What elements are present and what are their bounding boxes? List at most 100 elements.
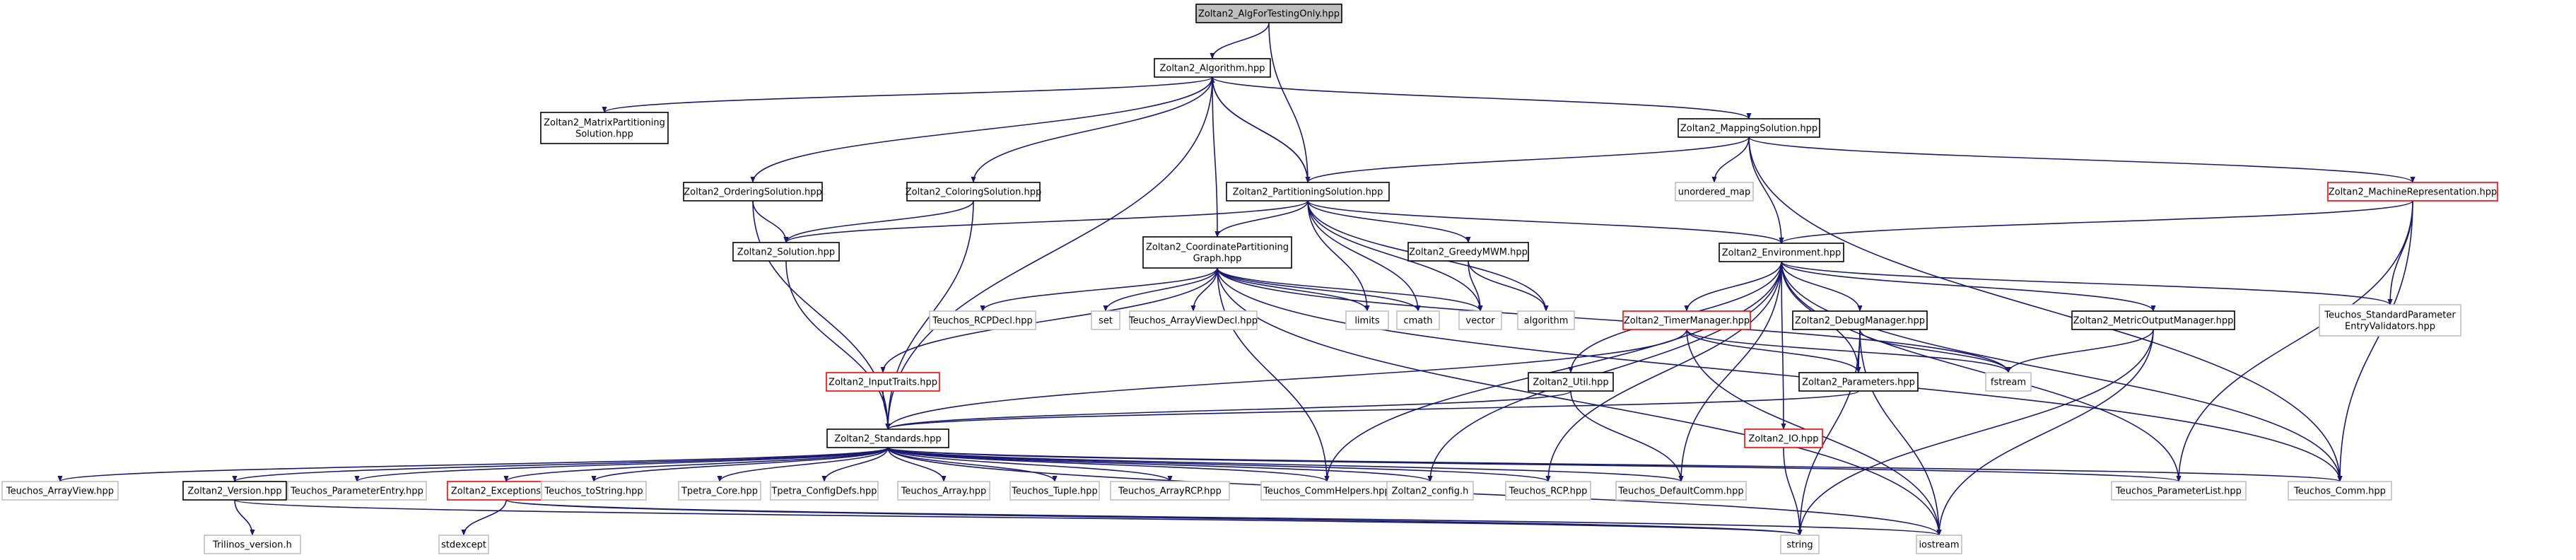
node-iostream: iostream xyxy=(1916,535,1962,554)
node-exceptions[interactable]: Zoltan2_Exceptions.hpp xyxy=(447,481,566,501)
node-box xyxy=(770,481,879,501)
node-label: Teuchos_toString.hpp xyxy=(544,486,643,497)
edge-standards-to-teuchos-array xyxy=(887,447,947,482)
node-comm-helpers: Teuchos_CommHelpers.hpp xyxy=(1260,481,1393,501)
node-box xyxy=(1091,310,1120,330)
edge-machine-rep-to-std-param-validators xyxy=(2387,200,2413,305)
edge-coord-part-graph-to-limits xyxy=(1217,267,1370,312)
node-timer-manager[interactable]: Zoltan2_TimerManager.hpp xyxy=(1622,310,1751,330)
node-label: Zoltan2_Standards.hpp xyxy=(834,434,941,445)
node-ordering-sol[interactable]: Zoltan2_OrderingSolution.hpp xyxy=(683,182,823,202)
node-default-comm: Teuchos_DefaultComm.hpp xyxy=(1615,481,1747,501)
node-io[interactable]: Zoltan2_IO.hpp xyxy=(1744,428,1823,448)
node-label: EntryValidators.hpp xyxy=(2345,322,2435,332)
node-arrayview: Teuchos_ArrayView.hpp xyxy=(1,481,119,501)
edge-partitioning-sol-to-environment xyxy=(1307,200,1784,244)
edge-environment-to-io xyxy=(1781,261,1786,430)
node-box xyxy=(1386,481,1474,501)
node-standards[interactable]: Zoltan2_Standards.hpp xyxy=(826,428,949,448)
node-mapping-sol[interactable]: Zoltan2_MappingSolution.hpp xyxy=(1678,118,1820,138)
edge-algorithm-to-matrix-part xyxy=(602,76,1213,113)
edge-alg-testing-to-partitioning-sol xyxy=(1268,22,1311,183)
node-label: unordered_map xyxy=(1678,187,1751,198)
node-util[interactable]: Zoltan2_Util.hpp xyxy=(1528,372,1614,392)
edge-environment-to-teuchos-rcp xyxy=(1545,261,1782,482)
edge-algorithm-to-standards xyxy=(885,76,1213,430)
node-box xyxy=(1407,242,1529,262)
node-box xyxy=(1110,481,1230,501)
node-tpetra-config: Tpetra_ConfigDefs.hpp xyxy=(770,481,879,501)
node-box xyxy=(1622,310,1751,330)
edge-ordering-sol-to-standards xyxy=(752,200,891,430)
edge-standards-to-teuchos-tuple xyxy=(887,447,1058,482)
node-machine-rep[interactable]: Zoltan2_MachineRepresentation.hpp xyxy=(2327,182,2498,202)
edge-environment-to-default-comm xyxy=(1678,261,1782,482)
node-debug-manager[interactable]: Zoltan2_DebugManager.hpp xyxy=(1792,310,1928,330)
node-teuchos-tuple: Teuchos_Tuple.hpp xyxy=(1009,481,1100,501)
node-label: Zoltan2_InputTraits.hpp xyxy=(829,378,937,388)
edge-environment-to-std-param-validators xyxy=(1781,261,2393,305)
node-box xyxy=(1528,372,1614,392)
edge-solution-to-standards xyxy=(785,260,891,430)
edge-environment-to-param-list xyxy=(1781,261,2182,482)
node-alg-testing[interactable]: Zoltan2_AlgForTestingOnly.hpp xyxy=(1195,4,1342,23)
edge-machine-rep-to-teuchos-comm xyxy=(2337,200,2413,482)
edge-environment-to-comm-helpers xyxy=(1324,261,1782,482)
node-label: Teuchos_Array.hpp xyxy=(901,486,987,497)
node-cmath: cmath xyxy=(1396,310,1440,330)
edge-parameters-to-standards xyxy=(885,390,1859,430)
node-algorithm[interactable]: Zoltan2_Algorithm.hpp xyxy=(1154,58,1271,78)
node-fstream: fstream xyxy=(1985,372,2032,392)
node-limits: limits xyxy=(1345,310,1389,330)
node-string: string xyxy=(1780,535,1820,554)
node-label: stdexcept xyxy=(441,540,486,551)
edge-coloring-sol-to-solution xyxy=(783,200,974,243)
edge-alg-testing-to-algorithm xyxy=(1210,22,1270,59)
edge-environment-to-config-h xyxy=(1427,261,1782,482)
node-label: Zoltan2_Environment.hpp xyxy=(1722,248,1841,259)
node-label: limits xyxy=(1354,316,1380,327)
node-label: Trilinos_version.h xyxy=(212,540,292,551)
node-label: Teuchos_ParameterList.hpp xyxy=(2115,486,2242,497)
node-teuchos-rcp: Teuchos_RCP.hpp xyxy=(1505,481,1591,501)
node-label: Teuchos_StandardParameter xyxy=(2324,310,2456,321)
edge-ordering-sol-to-solution xyxy=(752,200,789,243)
node-solution[interactable]: Zoltan2_Solution.hpp xyxy=(732,242,840,262)
node-box xyxy=(1195,4,1342,23)
node-input-traits[interactable]: Zoltan2_InputTraits.hpp xyxy=(826,372,940,392)
node-coloring-sol[interactable]: Zoltan2_ColoringSolution.hpp xyxy=(906,182,1041,202)
edge-util-to-standards xyxy=(885,390,1571,430)
node-box xyxy=(1675,182,1754,202)
node-metric-output[interactable]: Zoltan2_MetricOutputManager.hpp xyxy=(2071,310,2235,330)
node-box xyxy=(1615,481,1747,501)
node-label: cmath xyxy=(1403,316,1432,327)
node-box xyxy=(678,481,761,501)
edge-greedy-mwm-to-vector xyxy=(1468,260,1483,312)
node-parameters[interactable]: Zoltan2_Parameters.hpp xyxy=(1798,372,1919,392)
node-version[interactable]: Zoltan2_Version.hpp xyxy=(182,481,287,501)
node-environment[interactable]: Zoltan2_Environment.hpp xyxy=(1719,243,1844,262)
node-label: Teuchos_Comm.hpp xyxy=(2293,486,2386,497)
edge-exceptions-to-stdexcept xyxy=(461,499,507,536)
node-stdexcept: stdexcept xyxy=(438,535,489,554)
node-label: Zoltan2_MatrixPartitioning xyxy=(544,118,665,129)
node-label: Zoltan2_CoordinatePartitioning xyxy=(1146,243,1289,253)
node-box xyxy=(897,481,990,501)
edge-metric-output-to-fstream xyxy=(2006,329,2154,373)
node-greedy-mwm[interactable]: Zoltan2_GreedyMWM.hpp xyxy=(1407,242,1529,262)
edge-exceptions-to-string xyxy=(505,499,1802,536)
node-box xyxy=(1226,182,1390,202)
node-std-param-validators: Teuchos_StandardParameterEntryValidators… xyxy=(2319,304,2461,337)
node-label: Zoltan2_AlgForTestingOnly.hpp xyxy=(1198,9,1340,20)
node-label: Tpetra_Core.hpp xyxy=(681,486,758,497)
edge-version-to-trilinos-version xyxy=(234,499,255,536)
node-teuchos-array: Teuchos_Array.hpp xyxy=(897,481,990,501)
node-label: string xyxy=(1786,540,1813,551)
edge-partitioning-sol-to-greedy-mwm xyxy=(1307,200,1471,243)
node-label: Teuchos_Tuple.hpp xyxy=(1011,486,1098,497)
edge-algorithm-to-coloring-sol xyxy=(971,76,1213,183)
node-box xyxy=(1396,310,1440,330)
node-partitioning-sol[interactable]: Zoltan2_PartitioningSolution.hpp xyxy=(1226,182,1390,202)
